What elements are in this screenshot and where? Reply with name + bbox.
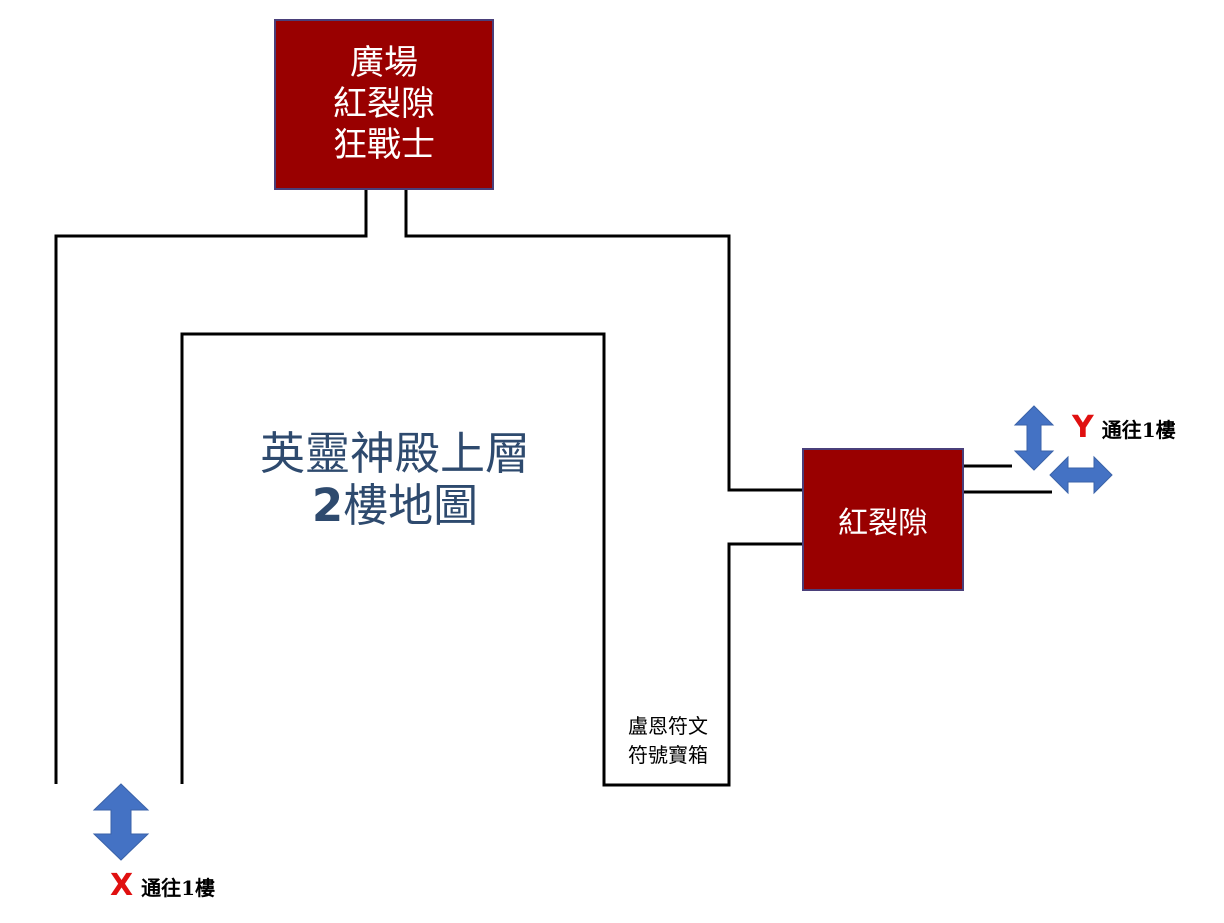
outer-right-wall xyxy=(404,190,802,492)
corridor-walls xyxy=(54,190,1052,787)
outer-left-wall xyxy=(54,190,368,784)
rift-room: 紅裂隙 xyxy=(802,448,964,591)
rune-chest-line2: 符號寶箱 xyxy=(628,743,708,767)
plaza-room-rift: 紅裂隙 xyxy=(333,84,435,125)
vertical-double-arrow-icon xyxy=(1013,405,1055,471)
plaza-room: 廣場 紅裂隙 狂戰士 xyxy=(274,19,494,190)
rune-chest-label: 盧恩符文 符號寶箱 xyxy=(610,712,726,770)
exit-y-text: 通往1樓 xyxy=(1101,418,1176,442)
horizontal-double-arrow-icon xyxy=(1049,455,1113,495)
exit-x-text: 通往1樓 xyxy=(141,876,216,900)
plaza-room-berserker: 狂戰士 xyxy=(333,124,435,165)
exit-x-letter: X xyxy=(110,868,134,903)
exit-y-label: Y 通往1樓 xyxy=(1072,410,1176,445)
exit-x-label: X 通往1樓 xyxy=(110,868,215,903)
inner-wall xyxy=(180,332,802,787)
rune-chest-line1: 盧恩符文 xyxy=(628,714,708,738)
exit-y-letter: Y xyxy=(1072,410,1094,445)
plaza-room-name: 廣場 xyxy=(350,43,418,84)
floor-text: 樓地圖 xyxy=(343,478,479,532)
vertical-double-arrow-icon xyxy=(92,783,150,861)
map-title: 英靈神殿上層 2樓地圖 xyxy=(230,428,560,532)
floor-number: 2 xyxy=(311,478,344,532)
rift-room-label: 紅裂隙 xyxy=(838,505,928,541)
map-title-line1: 英靈神殿上層 xyxy=(259,427,530,480)
map-title-line2: 2樓地圖 xyxy=(230,478,560,532)
